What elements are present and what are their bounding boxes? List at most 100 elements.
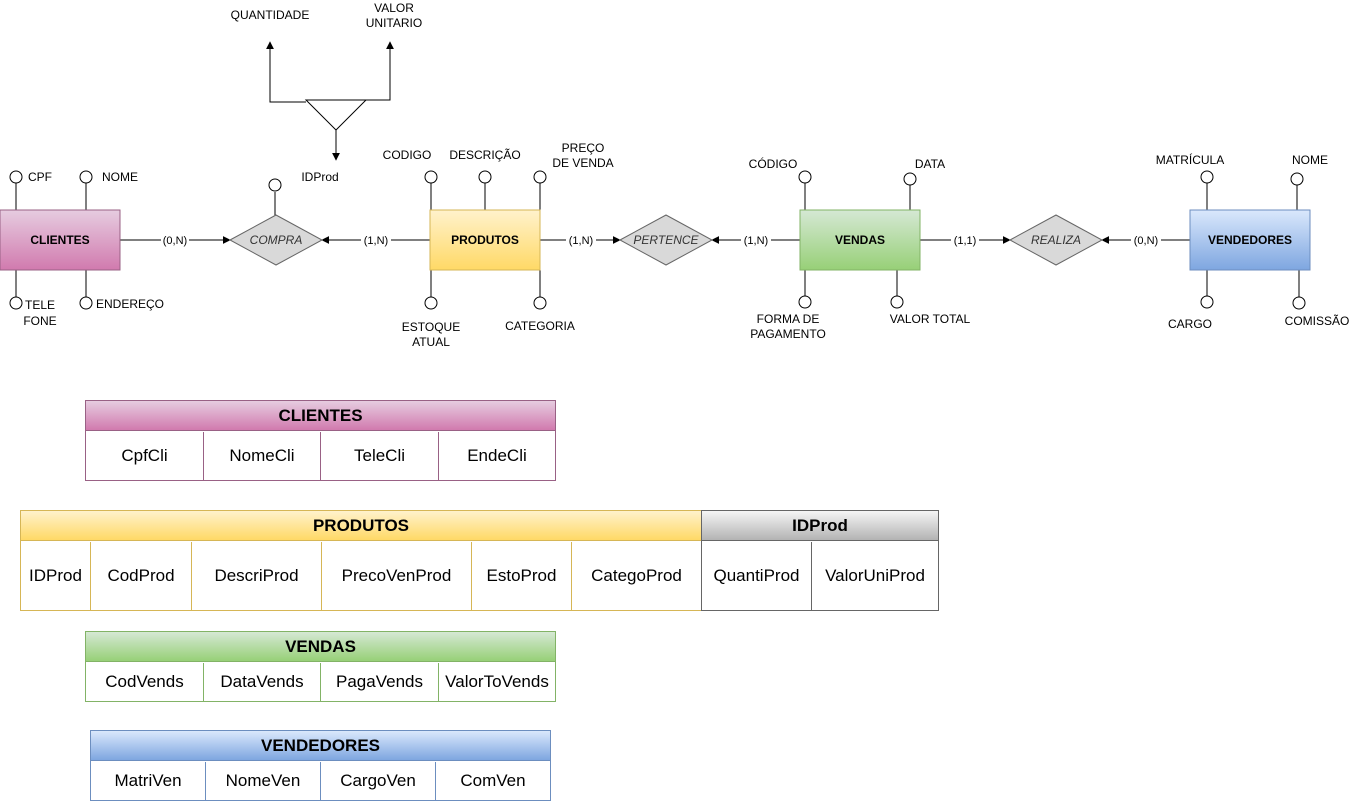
entity-vendas-label: VENDAS: [835, 233, 885, 247]
cardinality-produtos-compra: (1,N): [364, 235, 388, 247]
attr-nome-vend-circle: [1290, 172, 1304, 186]
column-cell: PagaVends: [321, 663, 439, 701]
table-idprod: IDProd QuantiProd ValorUniProd: [701, 510, 939, 611]
cardinality-labels: (0,N) (1,N) (1,N) (1,N) (1,1) (0,N): [161, 233, 1161, 247]
table-vendedores: VENDEDORES MatriVen NomeVen CargoVen Com…: [90, 730, 551, 801]
column-cell: NomeVen: [206, 762, 321, 800]
attr-estoque-circle: [424, 296, 438, 310]
table-clientes-header: CLIENTES: [86, 401, 555, 431]
column-cell: DescriProd: [192, 542, 322, 610]
table-vendas-header: VENDAS: [86, 632, 555, 662]
attr-descricao-circle: [478, 170, 492, 184]
attr-cargo-circle: [1200, 295, 1214, 309]
attr-idprod-label: IDProd: [301, 170, 338, 184]
attr-categoria-circle: [533, 296, 547, 310]
attr-cargo-label: CARGO: [1168, 317, 1212, 331]
table-vendas-title: VENDAS: [285, 636, 356, 656]
table-idprod-columns: QuantiProd ValorUniProd: [702, 542, 938, 610]
table-vendas-columns: CodVends DataVends PagaVends ValorToVend…: [86, 663, 555, 701]
attr-tele-circle: [9, 296, 23, 310]
cardinality-vendas-pertence: (1,N): [744, 235, 768, 247]
table-produtos-title: PRODUTOS: [312, 515, 410, 535]
attr-valor-label-2: UNITARIO: [366, 16, 422, 30]
attr-nome-cli-label: NOME: [102, 170, 138, 184]
column-cell: IDProd: [21, 542, 91, 610]
table-clientes-columns: CpfCli NomeCli TeleCli EndeCli: [86, 432, 555, 480]
attr-data-circle: [903, 172, 917, 186]
table-clientes-title: CLIENTES: [278, 405, 363, 425]
column-cell: ValorToVends: [445, 672, 549, 691]
attr-forma-circle: [798, 295, 812, 309]
entity-produtos[interactable]: [429, 209, 541, 271]
attr-forma-label-2: PAGAMENTO: [750, 327, 826, 341]
column-cell: CargoVen: [321, 762, 436, 800]
entity-vendas[interactable]: [799, 209, 921, 271]
column-cell: MatriVen: [91, 762, 206, 800]
attr-codigo-prod-label: CODIGO: [383, 148, 432, 162]
relationship-compra[interactable]: [228, 214, 324, 266]
entity-vendedores[interactable]: [1189, 209, 1311, 271]
attr-tele-label-2: FONE: [23, 314, 56, 328]
table-idprod-title: IDProd: [792, 515, 848, 535]
attr-forma-label-1: FORMA DE: [757, 312, 820, 326]
entity-clientes-label: CLIENTES: [30, 233, 89, 247]
cardinality-vendedores-realiza: (0,N): [1134, 235, 1158, 247]
attr-nome-vend-label: NOME: [1292, 153, 1328, 167]
table-vendedores-title: VENDEDORES: [260, 735, 381, 755]
connector-quantidade: [266, 41, 306, 103]
relationship-realiza[interactable]: [1008, 214, 1104, 266]
column-cell: TeleCli: [321, 432, 439, 480]
cardinality-clientes-compra: (0,N): [163, 235, 187, 247]
attr-valor-total-circle: [890, 295, 904, 309]
column-cell: QuantiProd: [702, 542, 812, 610]
column-cell: ValorUniProd: [825, 566, 925, 585]
attr-categoria-label: CATEGORIA: [505, 319, 575, 333]
cardinality-vendas-realiza: (1,1): [954, 235, 977, 247]
relationship-realiza-label: REALIZA: [1031, 233, 1081, 247]
attr-codigo-prod-circle: [424, 170, 438, 184]
attr-endereco-circle: [79, 296, 93, 310]
cardinality-produtos-pertence: (1,N): [569, 235, 593, 247]
attr-nome-cli-circle: [79, 170, 93, 184]
attr-comissao-circle: [1292, 296, 1306, 310]
attr-cpf-label: CPF: [28, 170, 52, 184]
column-cell: NomeCli: [204, 432, 321, 480]
column-cell: CpfCli: [86, 432, 204, 480]
attr-cpf-circle: [9, 170, 23, 184]
relationship-pertence-label: PERTENCE: [633, 233, 699, 247]
column-cell: CodVends: [86, 663, 204, 701]
entity-clientes[interactable]: [0, 209, 121, 271]
table-vendedores-header: VENDEDORES: [91, 731, 550, 761]
column-cell: ComVen: [460, 771, 526, 790]
attr-valor-total-label: VALOR TOTAL: [890, 312, 971, 326]
table-produtos: PRODUTOS IDProd CodProd DescriProd Preco…: [20, 510, 702, 611]
attr-endereco-label: ENDEREÇO: [96, 297, 164, 311]
column-cell: CodProd: [91, 542, 192, 610]
column-cell: EstoProd: [472, 542, 572, 610]
attr-estoque-label-2: ATUAL: [412, 335, 450, 349]
relationship-compra-label: COMPRA: [250, 233, 303, 247]
attribute-labels: CPF NOME TELE FONE ENDEREÇO IDProd QUANT…: [23, 1, 1349, 349]
attr-matricula-label: MATRÍCULA: [1156, 152, 1224, 167]
attr-preco-label-1: PREÇO: [562, 141, 605, 155]
column-cell: CategoProd: [591, 566, 682, 585]
table-produtos-columns: IDProd CodProd DescriProd PrecoVenProd E…: [21, 542, 701, 610]
attr-codigo-venda-label: CÓDIGO: [749, 156, 798, 171]
table-vendedores-columns: MatriVen NomeVen CargoVen ComVen: [91, 762, 550, 800]
attr-tele-label-1: TELE: [25, 298, 55, 312]
relationship-pertence[interactable]: [618, 214, 714, 266]
attribute-markers: [9, 170, 1306, 310]
table-produtos-header: PRODUTOS: [21, 511, 701, 541]
attr-comissao-label: COMISSÃO: [1285, 314, 1350, 328]
connector-valor-unitario: [366, 41, 394, 101]
attr-preco-label-2: DE VENDA: [552, 156, 613, 170]
attr-quantidade-label: QUANTIDADE: [231, 8, 310, 22]
table-clientes: CLIENTES CpfCli NomeCli TeleCli EndeCli: [85, 400, 556, 481]
attr-codigo-venda-circle: [798, 170, 812, 184]
attr-data-label: DATA: [915, 157, 945, 171]
attr-matricula-circle: [1200, 170, 1214, 184]
attr-compra-circle: [268, 178, 282, 192]
entity-produtos-label: PRODUTOS: [451, 233, 519, 247]
entity-vendedores-label: VENDEDORES: [1208, 233, 1292, 247]
attr-preco-circle: [533, 170, 547, 184]
